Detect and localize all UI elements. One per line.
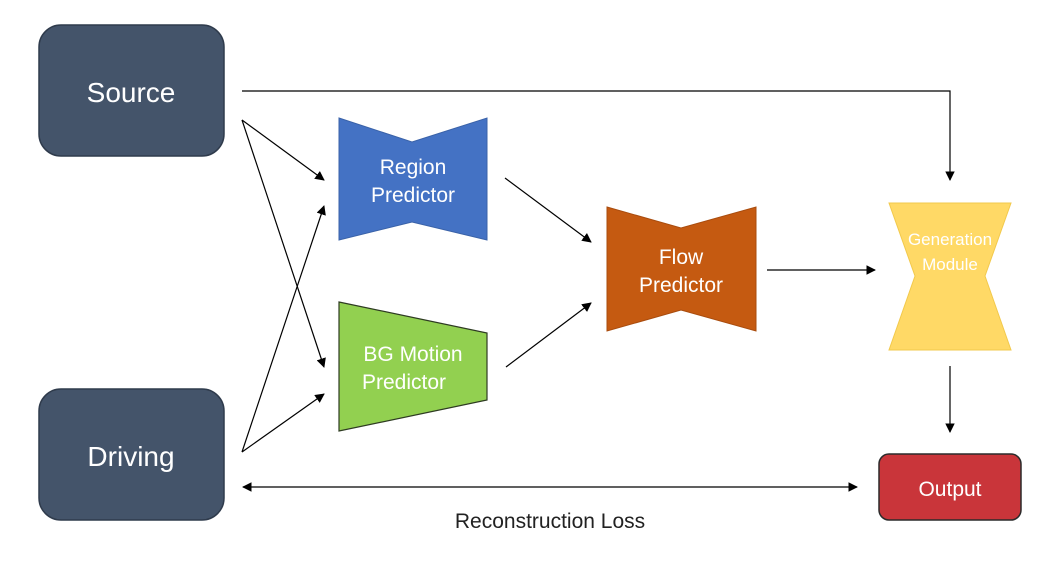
driving-box: [38, 388, 225, 521]
generation-module-label-line1: Generation: [908, 230, 992, 249]
arrow-source-to-bg-motion: [241, 119, 326, 368]
region-predictor-node: Region Predictor: [338, 117, 488, 241]
source-box: [38, 24, 225, 157]
driving-node: Driving: [38, 388, 225, 521]
region-predictor-shape: [338, 117, 488, 241]
arrow-bg-motion-to-flow: [505, 302, 592, 368]
arrow-source-to-region: [241, 119, 325, 181]
driving-label: Driving: [87, 441, 174, 472]
generation-module-node: Generation Module: [888, 202, 1012, 351]
region-predictor-label-line1: Region: [380, 156, 447, 179]
bg-motion-predictor-label-line1: BG Motion: [363, 343, 462, 366]
source-label: Source: [87, 77, 176, 108]
edges: [241, 90, 955, 492]
flow-predictor-label-line2: Predictor: [639, 274, 723, 297]
flow-predictor-label-line1: Flow: [659, 246, 704, 269]
output-label: Output: [918, 478, 981, 501]
arrow-driving-to-region: [241, 205, 326, 453]
generation-module-label-line2: Module: [922, 255, 978, 274]
arrow-driving-to-bg-motion: [241, 393, 325, 453]
flow-predictor-node: Flow Predictor: [606, 206, 757, 332]
bg-motion-predictor-shape: [338, 301, 488, 432]
bg-motion-predictor-node: BG Motion Predictor: [338, 301, 488, 432]
output-node: Output: [878, 453, 1022, 521]
reconstruction-loss-label: Reconstruction Loss: [455, 510, 645, 533]
bg-motion-predictor-label-line2: Predictor: [362, 371, 446, 394]
arrow-region-to-flow: [504, 177, 592, 243]
output-box: [878, 453, 1022, 521]
generation-module-shape: [888, 202, 1012, 351]
source-node: Source: [38, 24, 225, 157]
region-predictor-label-line2: Predictor: [371, 184, 455, 207]
flow-predictor-shape: [606, 206, 757, 332]
arrow-source-to-generation: [242, 90, 955, 181]
